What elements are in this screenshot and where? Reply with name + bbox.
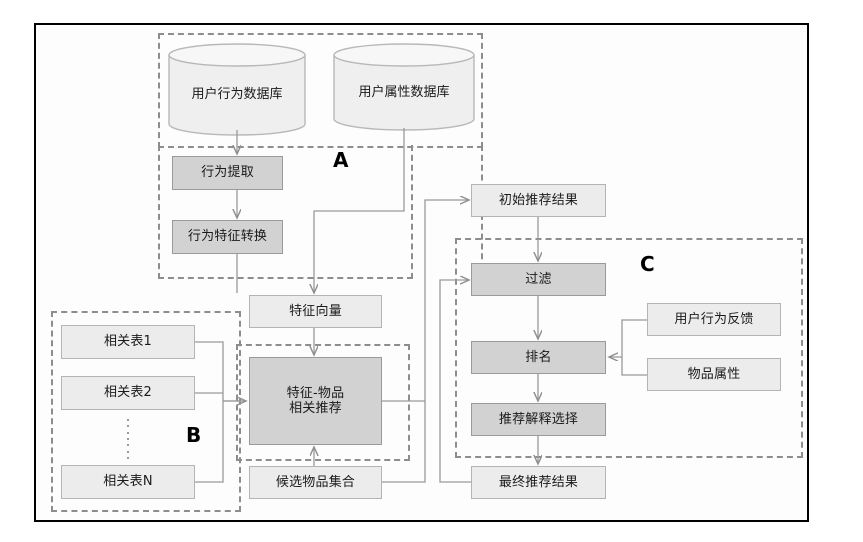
node-behavior-feature-transform[interactable]: 行为特征转换: [172, 220, 283, 254]
group-label-a: A: [333, 148, 349, 172]
cylinder-shape-icon: [333, 43, 475, 131]
cylinder-shape-icon: [168, 43, 306, 136]
node-related-table-2[interactable]: 相关表2: [61, 376, 195, 410]
node-item-attribute[interactable]: 物品属性: [647, 358, 781, 391]
ellipsis-vertical-icon: [127, 419, 129, 459]
node-initial-recommend-result[interactable]: 初始推荐结果: [471, 184, 606, 217]
group-label-b: B: [186, 423, 202, 447]
node-final-recommend-result[interactable]: 最终推荐结果: [471, 466, 606, 499]
node-recommend-explain-select[interactable]: 推荐解释选择: [471, 403, 606, 436]
node-behavior-extract[interactable]: 行为提取: [172, 156, 283, 190]
database-user-attribute: 用户属性数据库: [333, 43, 475, 131]
database-user-behavior-label: 用户行为数据库: [191, 87, 283, 102]
database-user-attribute-label: 用户属性数据库: [358, 85, 450, 100]
node-feature-vector[interactable]: 特征向量: [249, 295, 382, 328]
group-label-c: C: [640, 252, 655, 276]
database-user-behavior: 用户行为数据库: [168, 43, 306, 136]
node-feature-item-recommend[interactable]: 特征-物品 相关推荐: [249, 357, 382, 445]
node-related-table-1[interactable]: 相关表1: [61, 325, 195, 359]
node-filter[interactable]: 过滤: [471, 263, 606, 296]
node-user-behavior-feedback[interactable]: 用户行为反馈: [647, 303, 781, 336]
group-box-b: [51, 311, 241, 512]
node-candidate-item-set[interactable]: 候选物品集合: [249, 466, 382, 499]
node-ranking[interactable]: 排名: [471, 341, 606, 374]
node-related-table-n[interactable]: 相关表N: [61, 465, 195, 499]
